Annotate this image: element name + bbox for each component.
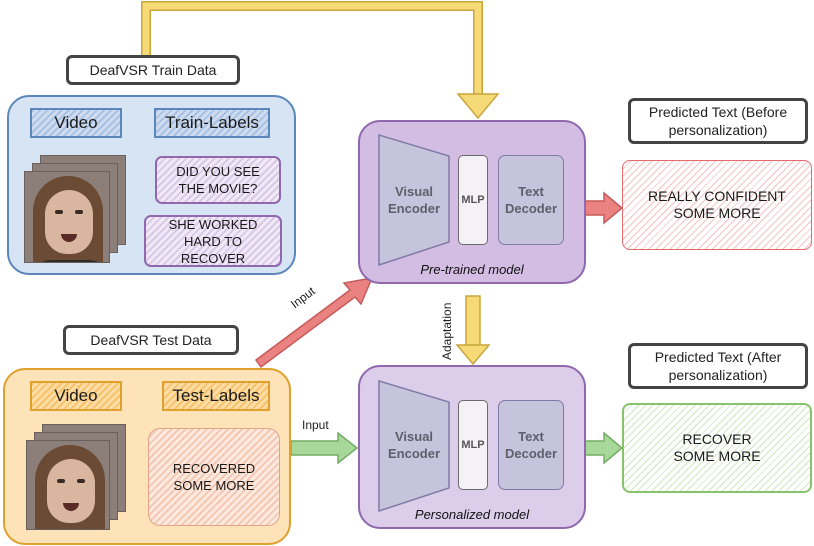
- input-arrow-bottom: [290, 431, 359, 465]
- output-arrow-bottom: [583, 431, 624, 465]
- pretrained-visual-encoder-label: Visual Encoder: [387, 184, 440, 216]
- personalized-model-title: Personalized model: [414, 507, 530, 522]
- adaptation-arrow-label: Adaptation: [440, 302, 454, 360]
- personalized-mlp: MLP: [458, 400, 488, 490]
- test-data-tag: DeafVSR Test Data: [63, 325, 239, 355]
- train-label-sentence-1: DID YOU SEE THE MOVIE?: [155, 156, 281, 204]
- personalized-visual-encoder-label: Visual Encoder: [387, 429, 440, 461]
- train-flow-arrow: [142, 2, 482, 95]
- predicted-after-text: RECOVER SOME MORE: [622, 403, 812, 493]
- output-arrow-top: [583, 191, 624, 225]
- test-labels-label: Test-Labels: [162, 381, 270, 411]
- test-video-label: Video: [30, 381, 122, 411]
- train-label-sentence-2: SHE WORKED HARD TO RECOVER: [144, 215, 282, 267]
- pretrained-model-title: Pre-trained model: [420, 262, 524, 277]
- train-data-tag: DeafVSR Train Data: [66, 55, 240, 85]
- train-video-label: Video: [30, 108, 122, 138]
- pretrained-mlp: MLP: [458, 155, 488, 245]
- personalized-text-decoder: Text Decoder: [498, 400, 564, 490]
- pretrained-text-decoder: Text Decoder: [498, 155, 564, 245]
- adaptation-arrowhead: [455, 344, 491, 366]
- personalized-visual-encoder-shape: [378, 380, 450, 512]
- input-arrow-bottom-label: Input: [302, 418, 329, 432]
- train-video-frame: [24, 171, 110, 263]
- train-flow-arrowhead: [456, 93, 500, 120]
- test-label-sentence: RECOVERED SOME MORE: [148, 428, 280, 526]
- predicted-before-text: REALLY CONFIDENT SOME MORE: [622, 160, 812, 250]
- predicted-before-tag: Predicted Text (Before personalization): [628, 98, 808, 144]
- train-labels-label: Train-Labels: [154, 108, 270, 138]
- predicted-after-tag: Predicted Text (After personalization): [628, 343, 808, 389]
- input-arrow-top: [254, 277, 374, 369]
- pretrained-visual-encoder-shape: [378, 134, 450, 266]
- test-video-frame: [26, 440, 110, 530]
- adaptation-arrow-shaft: [465, 295, 481, 347]
